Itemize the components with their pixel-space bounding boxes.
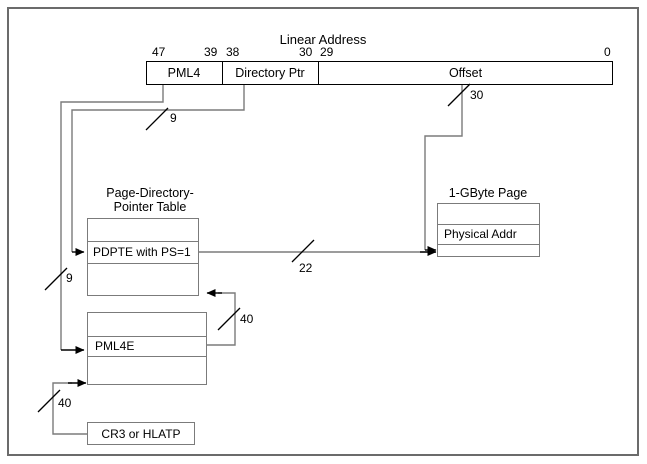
tick-cr3-width — [37, 389, 61, 413]
pdpt-row-divider-bottom — [87, 263, 199, 264]
pdpt-entry-label: PDPTE with PS=1 — [93, 245, 191, 259]
bitwidth-label-directory-ptr: 9 — [170, 111, 177, 125]
path-offset-to-page — [424, 85, 463, 250]
bit-label-39: 39 — [204, 45, 218, 59]
bit-label-29: 29 — [320, 45, 334, 59]
page-directory-pointer-table — [87, 218, 199, 296]
path-pml4e-to-pdpt — [207, 292, 236, 346]
bit-label-0: 0 — [604, 45, 611, 59]
cr3-register-box — [87, 422, 195, 445]
one-gbyte-page-box — [437, 203, 540, 257]
pdpt-row-divider-top — [87, 241, 199, 242]
cr3-register-label: CR3 or HLATP — [101, 427, 181, 441]
address-field-pml4: PML4 — [167, 66, 201, 80]
bit-label-47: 47 — [152, 45, 166, 59]
address-bar-divider-pml4 — [222, 61, 223, 85]
address-field-directory-ptr: Directory Ptr — [235, 66, 305, 80]
bitwidth-label-pdpte: 22 — [299, 261, 313, 275]
tick-pml4e-width — [217, 307, 241, 331]
bitwidth-label-cr3: 40 — [58, 396, 72, 410]
path-cr3-to-pml4 — [52, 382, 87, 435]
bit-label-38: 38 — [226, 45, 240, 59]
page-caption: 1-GByte Page — [448, 186, 528, 200]
bit-label-30: 30 — [299, 45, 313, 59]
address-bar-divider-dirptr — [318, 61, 319, 85]
page-row-divider-top — [437, 224, 540, 225]
tick-pml4-width — [44, 267, 68, 291]
linear-address-bar — [146, 61, 613, 85]
bitwidth-label-offset: 30 — [470, 88, 484, 102]
pdpt-caption-line2: Pointer Table — [113, 200, 187, 214]
physical-addr-label: Physical Addr — [444, 227, 517, 241]
pml4e-entry-label: PML4E — [95, 339, 135, 353]
path-pml4-to-pml4e — [60, 85, 164, 350]
pml4-table — [87, 312, 207, 385]
tick-pdpte-width — [291, 239, 315, 263]
path-dirptr-to-pdpte — [71, 85, 245, 252]
pml4-row-divider-top — [87, 336, 207, 337]
diagram-title: Linear Address — [279, 32, 367, 47]
pml4-row-divider-bottom — [87, 356, 207, 357]
pdpt-caption-line1: Page-Directory- — [106, 186, 194, 200]
bitwidth-label-pml4e: 40 — [240, 312, 254, 326]
diagram-frame — [7, 7, 639, 456]
tick-offset-width — [447, 83, 471, 107]
page-row-divider-bottom — [437, 244, 540, 245]
bitwidth-label-pml4: 9 — [66, 271, 73, 285]
tick-dirptr-width — [145, 107, 169, 131]
address-field-offset: Offset — [448, 66, 483, 80]
